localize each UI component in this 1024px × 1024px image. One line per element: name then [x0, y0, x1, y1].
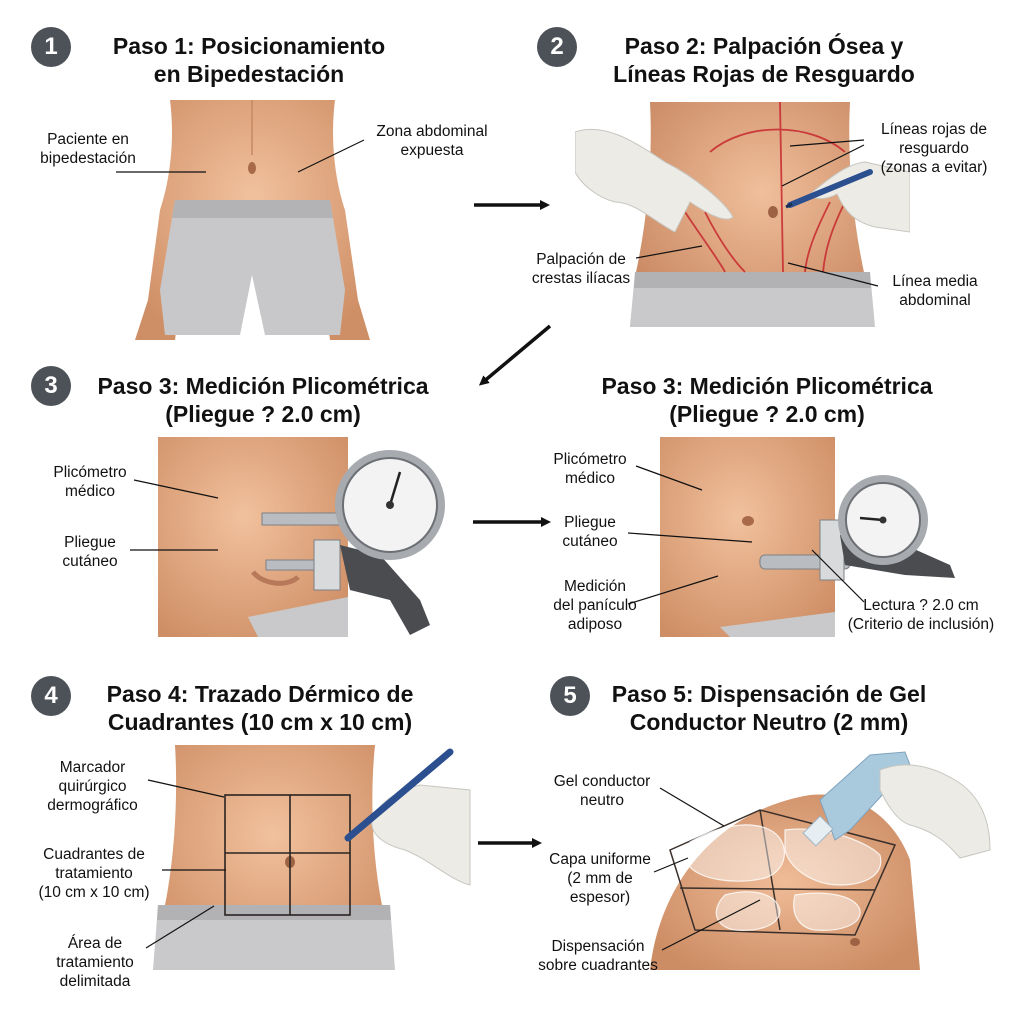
step-2-badge: 2: [537, 27, 577, 67]
step-5-number: 5: [563, 682, 577, 709]
step-5-illustration: [640, 770, 920, 970]
step-1-illustration: [130, 100, 375, 340]
step-3b-illustration: [660, 437, 835, 637]
step-5-badge: 5: [550, 676, 590, 716]
step-5-label-layer: Capa uniforme (2 mm de espesor): [549, 851, 651, 906]
step-1-number: 1: [44, 33, 58, 60]
step-3-title: Paso 3: Medición Plicométrica (Pliegue ?…: [80, 372, 446, 428]
step-4-illustration: [150, 745, 400, 970]
step-3-number: 3: [44, 372, 58, 399]
step-4-title-line2: Cuadrantes (10 cm x 10 cm): [107, 709, 413, 735]
step-3-badge: 3: [31, 366, 71, 406]
step-1-title-line2: en Bipedestación: [153, 61, 345, 87]
step-4-label-area: Área de tratamiento delimitada: [56, 935, 134, 990]
step-4-number: 4: [44, 682, 58, 709]
step-3-label-fold: Pliegue cutáneo: [62, 534, 118, 570]
step-3b-label-caliper: Plicómetro médico: [553, 451, 627, 487]
step-1-label-zone: Zona abdominal expuesta: [376, 123, 488, 159]
step-1-badge: 1: [31, 27, 71, 67]
step-2-illustration: [575, 102, 910, 327]
step-3-label-caliper: Plicómetro médico: [53, 464, 127, 500]
step-2-title: Paso 2: Palpación Ósea y Líneas Rojas de…: [586, 32, 942, 88]
step-3b-label-fold: Pliegue cutáneo: [562, 514, 618, 550]
step-5-label-dispense: Dispensación sobre cuadrantes: [538, 938, 658, 974]
step-2-label-midline: Línea media abdominal: [892, 273, 978, 309]
step-2-title-line2: Líneas Rojas de Resguardo: [613, 61, 915, 87]
step-2-title-line1: Paso 2: Palpación Ósea y: [624, 33, 904, 59]
step-2-label-red-lines: Líneas rojas de resguardo (zonas a evita…: [880, 121, 988, 176]
step-1-title: Paso 1: Posicionamiento en Bipedestación: [84, 32, 414, 88]
step-3b-title: Paso 3: Medición Plicométrica (Pliegue ?…: [582, 372, 952, 428]
step-3b-label-measure: Medición del panículo adiposo: [553, 578, 637, 633]
step-4-label-marker: Marcador quirúrgico dermográfico: [47, 759, 138, 814]
step-3b-title-line2: (Pliegue ? 2.0 cm): [669, 401, 865, 427]
step-4-label-quadrants: Cuadrantes de tratamiento (10 cm x 10 cm…: [38, 846, 150, 901]
step-3-title-line1: Paso 3: Medición Plicométrica: [97, 373, 429, 399]
step-5-title-line2: Conductor Neutro (2 mm): [629, 709, 909, 735]
step-3-illustration: [158, 437, 348, 637]
step-4-title-line1: Paso 4: Trazado Dérmico de: [106, 681, 414, 707]
step-4-badge: 4: [31, 676, 71, 716]
step-5-title: Paso 5: Dispensación de Gel Conductor Ne…: [596, 680, 942, 736]
step-5-title-line1: Paso 5: Dispensación de Gel: [611, 681, 927, 707]
step-5-label-gel: Gel conductor neutro: [553, 773, 651, 809]
step-3-title-line2: (Pliegue ? 2.0 cm): [165, 401, 361, 427]
step-4-title: Paso 4: Trazado Dérmico de Cuadrantes (1…: [85, 680, 435, 736]
step-3b-title-line1: Paso 3: Medición Plicométrica: [601, 373, 933, 399]
step-1-title-line1: Paso 1: Posicionamiento: [112, 33, 386, 59]
arrow-down-left-icon: [478, 324, 552, 386]
step-1-label-patient: Paciente en bipedestación: [40, 131, 136, 167]
step-3b-label-reading: Lectura ? 2.0 cm (Criterio de inclusión): [847, 597, 995, 633]
step-2-number: 2: [550, 33, 564, 60]
step-2-label-crests: Palpación de crestas ilíacas: [531, 251, 631, 287]
